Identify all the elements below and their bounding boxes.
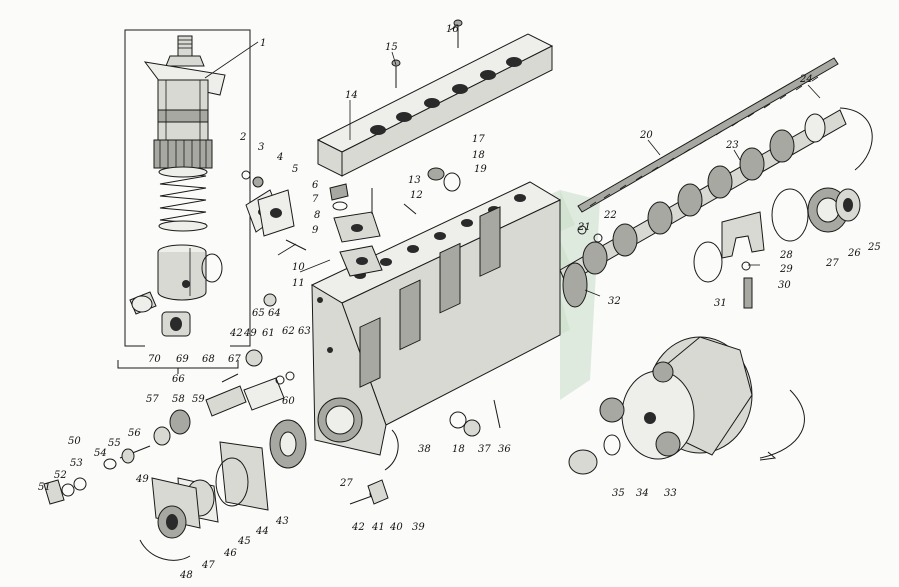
- label-part-27: 27: [825, 258, 839, 269]
- label-part-22: 22: [603, 210, 617, 221]
- label-part-42-upper: 42: [229, 328, 243, 339]
- label-part-39: 39: [412, 522, 425, 533]
- bottom-fasteners: [349, 399, 501, 505]
- label-part-18-lower: 18: [452, 444, 465, 455]
- label-part-18: 18: [472, 150, 485, 161]
- label-part-48: 48: [179, 570, 193, 581]
- label-part-56: 56: [128, 428, 141, 439]
- drum-small-parts: [568, 434, 621, 475]
- label-part-6: 6: [312, 180, 319, 191]
- label-part-3: 3: [258, 142, 264, 153]
- label-part-58: 58: [172, 394, 185, 405]
- label-part-70: 70: [148, 354, 161, 365]
- pump-housing: [310, 181, 562, 456]
- label-part-19: 19: [474, 164, 487, 175]
- cover-screws: [391, 19, 463, 88]
- plunger-assembly-panel: [117, 29, 251, 374]
- bearing-cap-parts: [693, 211, 765, 309]
- label-part-42-lower: 42: [351, 522, 365, 533]
- label-part-43: 43: [275, 516, 289, 527]
- label-part-52: 52: [54, 470, 67, 481]
- top-cover: [316, 33, 554, 177]
- fitting-parts: [221, 293, 295, 385]
- label-part-63: 63: [298, 326, 311, 337]
- label-part-55: 55: [108, 438, 121, 449]
- control-rack: [577, 57, 839, 213]
- label-part-40: 40: [389, 522, 403, 533]
- camshaft: [559, 109, 847, 285]
- label-part-45: 45: [237, 536, 251, 547]
- label-part-51: 51: [38, 482, 51, 493]
- label-part-49-lower: 49: [135, 474, 149, 485]
- label-part-20: 20: [639, 130, 653, 141]
- label-part-34: 34: [636, 488, 649, 499]
- leader-lines: [204, 24, 821, 297]
- label-part-32: 32: [608, 296, 621, 307]
- label-part-50: 50: [68, 436, 81, 447]
- label-part-8: 8: [314, 210, 320, 221]
- label-part-7: 7: [312, 194, 319, 205]
- label-part-44: 44: [255, 526, 269, 537]
- label-part-23: 23: [725, 140, 739, 151]
- part-number-labels: 1 2 3 4 5 6 7 8 9 10 11 12 13 14 15 16 1…: [38, 24, 881, 581]
- label-part-12: 12: [410, 190, 423, 201]
- label-part-30: 30: [778, 280, 791, 291]
- label-part-68: 68: [202, 354, 215, 365]
- label-part-38: 38: [418, 444, 431, 455]
- label-part-49-upper: 49: [243, 328, 257, 339]
- label-part-33: 33: [664, 488, 677, 499]
- label-part-46: 46: [223, 548, 237, 559]
- label-part-15: 15: [385, 42, 398, 53]
- label-part-9: 9: [312, 225, 319, 236]
- label-part-61: 61: [262, 328, 275, 339]
- primer-parts: [103, 377, 285, 470]
- label-part-4: 4: [276, 152, 283, 163]
- label-part-53: 53: [70, 458, 83, 469]
- right-bearing: [771, 187, 861, 242]
- label-part-35: 35: [612, 488, 625, 499]
- end-cover-parts: [151, 441, 269, 539]
- label-part-24: 24: [799, 74, 813, 85]
- lower-bearing: [269, 419, 307, 469]
- label-part-2: 2: [239, 132, 246, 143]
- label-part-11: 11: [292, 278, 305, 289]
- label-part-60: 60: [282, 396, 295, 407]
- label-part-5: 5: [292, 164, 298, 175]
- rotation-arrows: [139, 451, 777, 561]
- label-part-25: 25: [867, 242, 881, 253]
- label-part-37: 37: [478, 444, 491, 455]
- label-part-54: 54: [94, 448, 107, 459]
- label-part-17: 17: [472, 134, 485, 145]
- label-part-26: 26: [847, 248, 861, 259]
- label-part-13: 13: [408, 175, 421, 186]
- label-part-21: 21: [577, 222, 591, 233]
- label-part-65: 65: [252, 308, 265, 319]
- label-part-31: 31: [714, 298, 727, 309]
- label-part-28: 28: [779, 250, 793, 261]
- label-part-36: 36: [498, 444, 511, 455]
- label-part-66: 66: [172, 374, 185, 385]
- gasket-parts: [241, 167, 461, 277]
- label-part-41: 41: [371, 522, 385, 533]
- label-part-10: 10: [292, 262, 305, 273]
- label-part-59: 59: [192, 394, 205, 405]
- label-part-57: 57: [146, 394, 159, 405]
- label-part-67: 67: [228, 354, 241, 365]
- label-part-64: 64: [268, 308, 281, 319]
- label-part-27-lower: 27: [339, 478, 353, 489]
- label-part-14: 14: [345, 90, 358, 101]
- label-part-47: 47: [201, 560, 215, 571]
- label-part-29: 29: [779, 264, 793, 275]
- label-part-69: 69: [176, 354, 189, 365]
- timing-drum: [599, 336, 753, 460]
- label-part-16: 16: [446, 24, 459, 35]
- label-part-1: 1: [260, 38, 266, 49]
- label-part-62: 62: [282, 326, 295, 337]
- banjo-bolt-parts: [43, 477, 87, 505]
- drive-flange: [562, 225, 603, 308]
